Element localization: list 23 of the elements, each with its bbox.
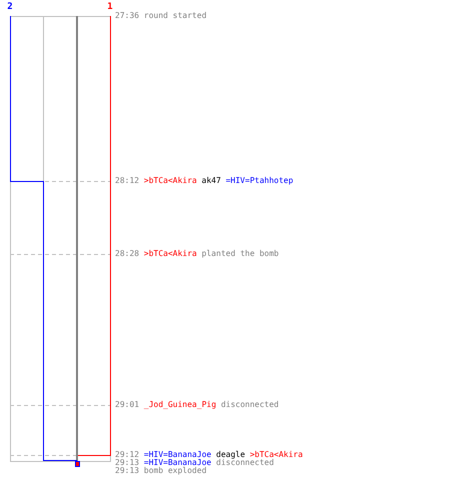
event-text: disconnected bbox=[220, 401, 279, 409]
timestamp: 29:01 bbox=[115, 401, 140, 409]
timestamp: 29:13 bbox=[115, 459, 140, 467]
timestamp: 28:28 bbox=[115, 250, 140, 258]
event-text: round started bbox=[144, 12, 207, 20]
team-count-label: 1 bbox=[106, 3, 114, 12]
event-text: bomb exploded bbox=[144, 467, 207, 475]
player-name: >bTCa<Akira bbox=[250, 451, 303, 459]
event-text: disconnected bbox=[216, 459, 274, 467]
event-text: planted the bomb bbox=[202, 250, 279, 258]
team-count-label: 2 bbox=[6, 3, 14, 12]
timestamp: 29:13 bbox=[115, 467, 140, 475]
timestamp: 29:12 bbox=[115, 451, 140, 459]
player-name: >bTCa<Akira bbox=[144, 177, 197, 185]
player-name: >bTCa<Akira bbox=[144, 250, 197, 258]
player-name: =HIV=BananaJoe bbox=[144, 459, 212, 467]
player-name: =HIV=BananaJoe bbox=[144, 451, 212, 459]
weapon-name: deagle bbox=[216, 451, 246, 459]
weapon-name: ak47 bbox=[202, 177, 221, 185]
player-name: =HIV=Ptahhotep bbox=[226, 177, 294, 185]
timestamp: 27:36 bbox=[115, 12, 140, 20]
player-name: _Jod_Guinea_Pig bbox=[144, 401, 216, 409]
timestamp: 28:12 bbox=[115, 177, 140, 185]
